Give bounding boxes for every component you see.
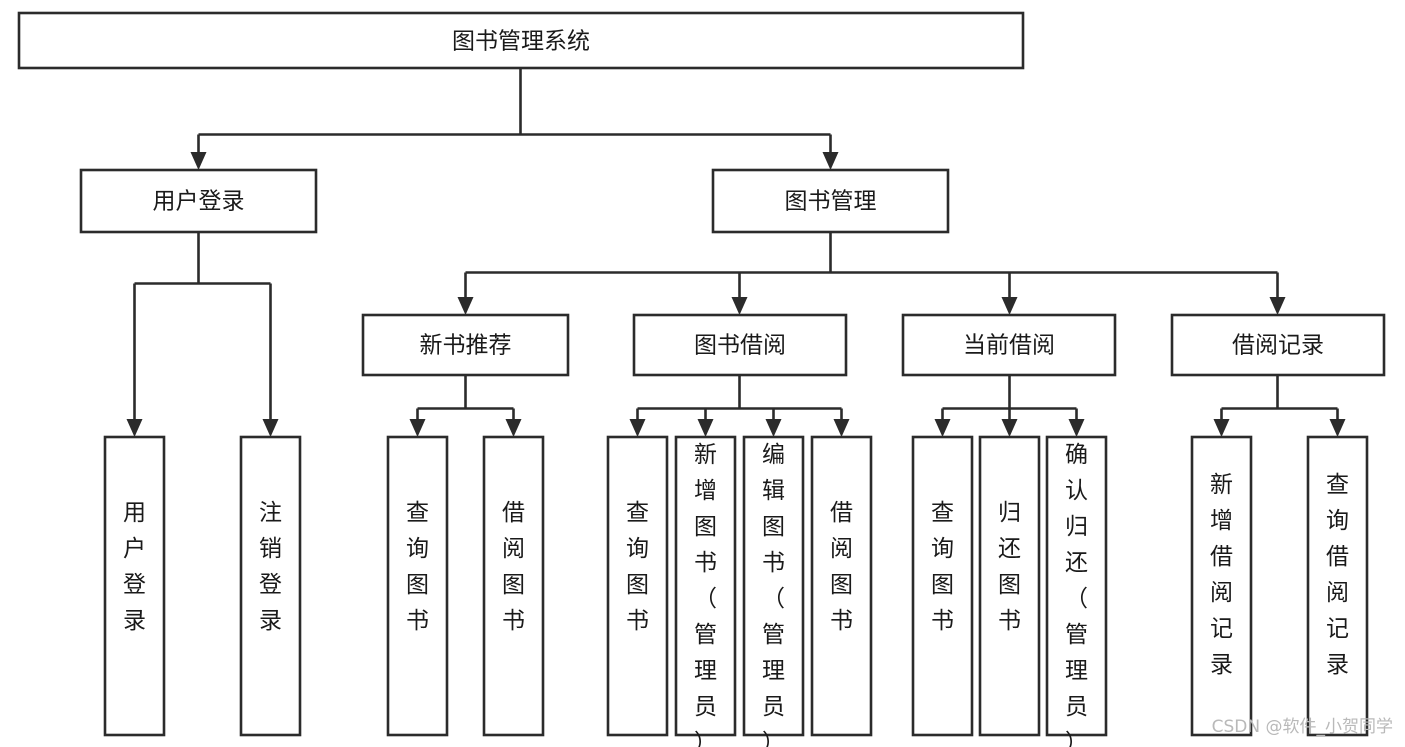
node-current-borrow[interactable]: 当前借阅 <box>901 313 1117 377</box>
node-leaf-confirm-return-label: 确认归还（管理员） <box>1065 442 1088 747</box>
node-new-book-recommend[interactable]: 新书推荐 <box>361 313 570 377</box>
node-leaf-add-record-box[interactable] <box>1190 435 1253 737</box>
node-leaf-borrow-book-2-box[interactable] <box>810 435 873 737</box>
arrow-bb-to-leaf-3 <box>765 419 782 437</box>
node-user-login[interactable]: 用户登录 <box>79 168 318 234</box>
arrow-user-login-to-leaf-2 <box>262 419 279 437</box>
arrow-bb-to-leaf-4 <box>833 419 850 437</box>
arrow-user-login-to-leaf-1 <box>126 419 143 437</box>
node-current-borrow-label: 当前借阅 <box>963 333 1055 359</box>
node-leaf-query-book-2-label: 查询图书 <box>626 500 649 634</box>
node-leaf-confirm-return[interactable]: 确认归还（管理员） <box>1045 435 1108 747</box>
node-current-borrow-box[interactable] <box>901 313 1117 377</box>
node-book-borrow[interactable]: 图书借阅 <box>632 313 848 377</box>
node-book-management[interactable]: 图书管理 <box>711 168 950 234</box>
node-leaf-query-book-3-label: 查询图书 <box>931 500 954 634</box>
node-leaf-user-login[interactable]: 用户登录 <box>103 435 166 737</box>
node-book-management-label: 图书管理 <box>785 189 877 215</box>
arrow-cb-to-leaf-1 <box>934 419 951 437</box>
node-leaf-borrow-book-1[interactable]: 借阅图书 <box>482 435 545 737</box>
arrow-br-to-leaf-1 <box>1213 419 1230 437</box>
arrow-bb-to-leaf-1 <box>629 419 646 437</box>
node-leaf-query-record-label: 查询借阅记录 <box>1326 472 1349 678</box>
node-leaf-add-record[interactable]: 新增借阅记录 <box>1190 435 1253 737</box>
node-leaf-user-login-label: 用户登录 <box>123 500 146 634</box>
node-book-borrow-box[interactable] <box>632 313 848 377</box>
node-leaf-query-book-1[interactable]: 查询图书 <box>386 435 449 737</box>
node-leaf-user-login-box[interactable] <box>103 435 166 737</box>
arrow-bm-to-book-borrow <box>731 297 748 315</box>
arrow-root-to-book-management <box>822 152 839 170</box>
node-leaf-user-logout-box[interactable] <box>239 435 302 737</box>
arrow-cb-to-leaf-2 <box>1001 419 1018 437</box>
node-book-borrow-label: 图书借阅 <box>694 333 786 359</box>
node-borrow-record-label: 借阅记录 <box>1232 333 1324 359</box>
node-leaf-add-book[interactable]: 新增图书（管理员） <box>674 435 737 747</box>
node-leaf-query-record[interactable]: 查询借阅记录 <box>1306 435 1369 737</box>
arrow-bm-to-borrow-record <box>1269 297 1286 315</box>
node-leaf-query-book-1-box[interactable] <box>386 435 449 737</box>
node-leaf-edit-book[interactable]: 编辑图书（管理员） <box>742 435 805 747</box>
node-leaf-borrow-book-1-box[interactable] <box>482 435 545 737</box>
node-leaf-return-book-box[interactable] <box>978 435 1041 737</box>
node-leaf-add-book-box[interactable] <box>674 435 737 737</box>
node-leaf-user-logout-label: 注销登录 <box>259 500 282 634</box>
arrow-bm-to-new-book <box>457 297 474 315</box>
node-leaf-query-record-box[interactable] <box>1306 435 1369 737</box>
node-leaf-edit-book-box[interactable] <box>742 435 805 737</box>
arrow-root-to-user-login <box>190 152 207 170</box>
node-new-book-recommend-box[interactable] <box>361 313 570 377</box>
arrow-br-to-leaf-2 <box>1329 419 1346 437</box>
node-leaf-query-book-3[interactable]: 查询图书 <box>911 435 974 737</box>
node-book-management-box[interactable] <box>711 168 950 234</box>
arrow-new-book-to-leaf-1 <box>409 419 426 437</box>
arrow-new-book-to-leaf-2 <box>505 419 522 437</box>
node-user-login-label: 用户登录 <box>153 189 245 215</box>
node-new-book-recommend-label: 新书推荐 <box>420 333 512 359</box>
node-leaf-borrow-book-2-label: 借阅图书 <box>830 500 853 634</box>
node-leaf-query-book-2-box[interactable] <box>606 435 669 737</box>
node-root-box[interactable] <box>17 11 1025 70</box>
node-leaf-query-book-2[interactable]: 查询图书 <box>606 435 669 737</box>
node-root[interactable]: 图书管理系统 <box>17 11 1025 70</box>
node-root-label: 图书管理系统 <box>452 29 590 55</box>
node-borrow-record-box[interactable] <box>1170 313 1386 377</box>
node-leaf-borrow-book-2[interactable]: 借阅图书 <box>810 435 873 737</box>
node-leaf-query-book-3-box[interactable] <box>911 435 974 737</box>
node-leaf-add-book-label: 新增图书（管理员） <box>694 442 717 747</box>
node-user-login-box[interactable] <box>79 168 318 234</box>
watermark-label: CSDN @软件_小贺同学 <box>1212 717 1393 737</box>
node-leaf-query-book-1-label: 查询图书 <box>406 500 429 634</box>
node-leaf-edit-book-label: 编辑图书（管理员） <box>762 442 785 747</box>
node-leaf-add-record-label: 新增借阅记录 <box>1210 472 1233 678</box>
connector-layer <box>126 68 1346 437</box>
node-leaf-return-book-label: 归还图书 <box>998 500 1021 634</box>
node-leaf-return-book[interactable]: 归还图书 <box>978 435 1041 737</box>
node-leaf-borrow-book-1-label: 借阅图书 <box>502 500 525 634</box>
node-leaf-confirm-return-box[interactable] <box>1045 435 1108 737</box>
node-borrow-record[interactable]: 借阅记录 <box>1170 313 1386 377</box>
arrow-cb-to-leaf-3 <box>1068 419 1085 437</box>
node-leaf-user-logout[interactable]: 注销登录 <box>239 435 302 737</box>
arrow-bm-to-current-borrow <box>1001 297 1018 315</box>
arrow-bb-to-leaf-2 <box>697 419 714 437</box>
